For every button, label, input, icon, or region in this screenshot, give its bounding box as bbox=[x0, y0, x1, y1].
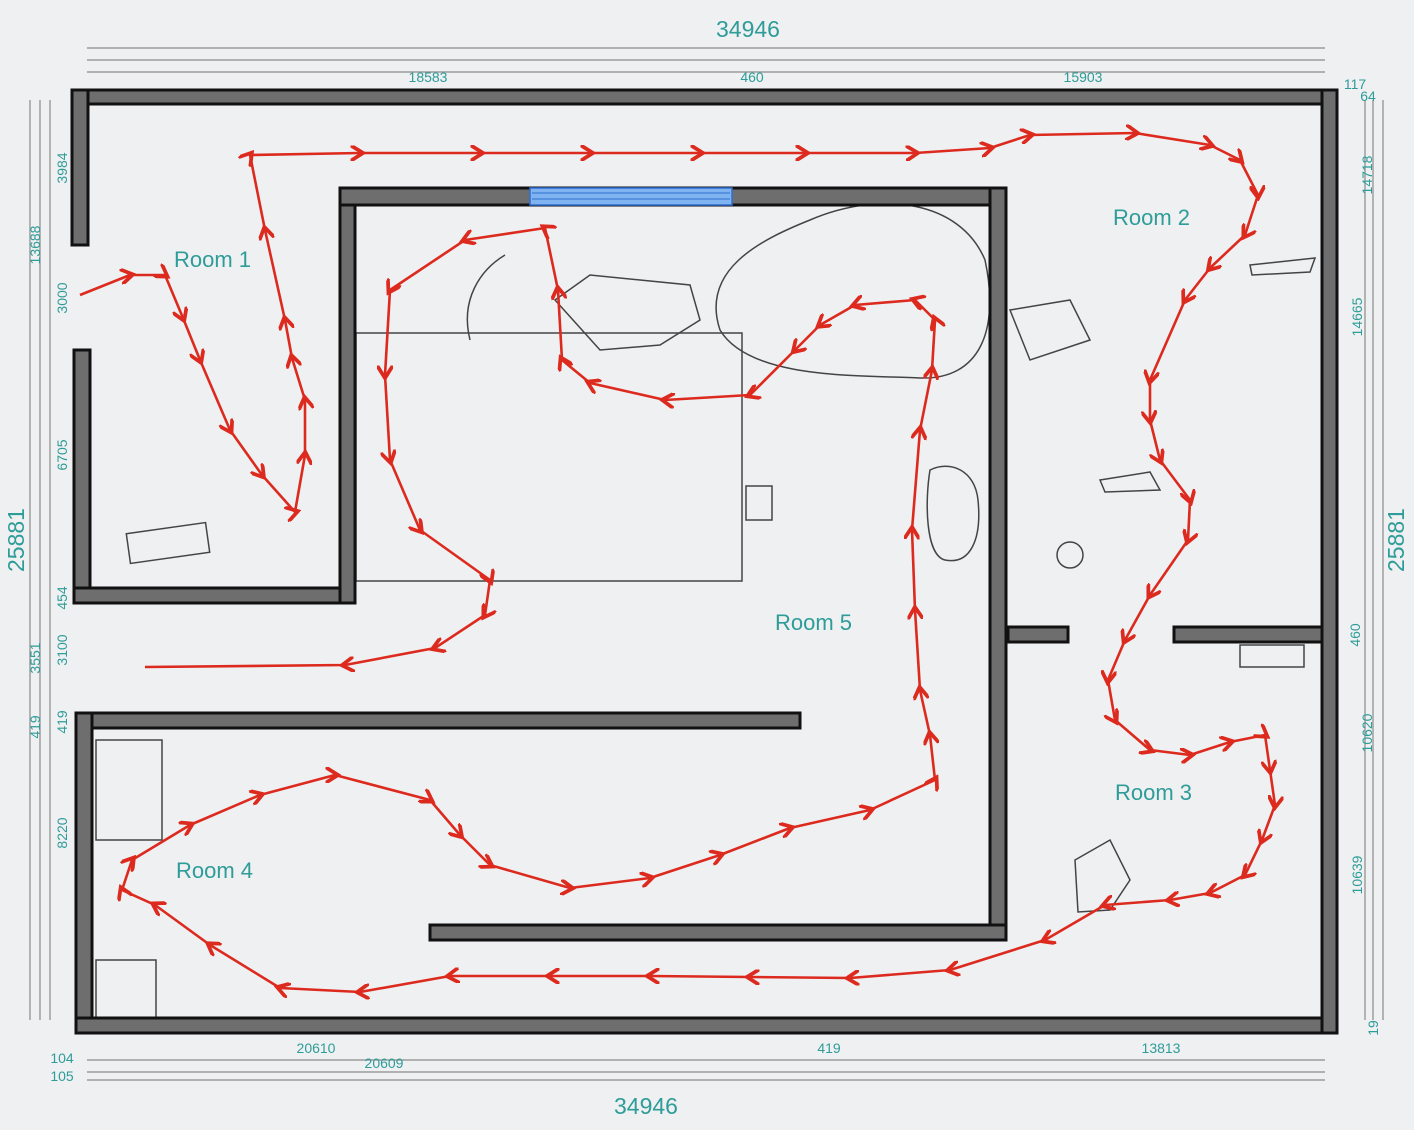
dim-label: 419 bbox=[817, 1040, 841, 1056]
dim-label: 460 bbox=[1347, 623, 1363, 647]
dim-label: 10620 bbox=[1359, 713, 1375, 752]
room-1-label: Room 1 bbox=[174, 247, 251, 272]
dim-label: 20610 bbox=[297, 1040, 336, 1056]
dim-label: 3551 bbox=[27, 642, 43, 673]
room-2-label: Room 2 bbox=[1113, 205, 1190, 230]
top-dimensions: 34946 18583 460 15903 117 64 bbox=[409, 16, 1376, 104]
room-3-label: Room 3 bbox=[1115, 780, 1192, 805]
dim-label: 454 bbox=[54, 586, 70, 610]
dim-label: 6705 bbox=[54, 439, 70, 470]
dim-label: 13688 bbox=[27, 225, 43, 264]
right-total: 25881 bbox=[1383, 508, 1409, 572]
room-4-label: Room 4 bbox=[176, 858, 253, 883]
dim-label: 10639 bbox=[1349, 855, 1365, 894]
dim-label: 419 bbox=[27, 715, 43, 739]
dim-label: 460 bbox=[740, 69, 764, 85]
right-dimensions: 25881 14718 10620 19 14665 460 10639 bbox=[1347, 155, 1409, 1035]
furniture bbox=[95, 202, 1317, 1019]
bottom-total: 34946 bbox=[614, 1093, 678, 1119]
dim-label: 104 bbox=[50, 1050, 74, 1066]
dim-label: 64 bbox=[1360, 88, 1376, 104]
room-5-label: Room 5 bbox=[775, 610, 852, 635]
dim-label: 13813 bbox=[1142, 1040, 1181, 1056]
dim-label: 14718 bbox=[1359, 155, 1375, 194]
bottom-dimensions: 34946 20610 20609 419 13813 104 105 bbox=[50, 1040, 1180, 1119]
dim-label: 18583 bbox=[409, 69, 448, 85]
top-total: 34946 bbox=[716, 16, 780, 42]
dimension-lines bbox=[29, 47, 1384, 1081]
visitor-route bbox=[79, 133, 1275, 992]
dim-label: 3000 bbox=[54, 282, 70, 313]
dim-label: 8220 bbox=[54, 817, 70, 848]
walls bbox=[70, 88, 1339, 1035]
dim-label: 117 bbox=[1344, 76, 1367, 92]
left-dimensions: 25881 13688 3551 419 3984 3000 6705 454 … bbox=[3, 152, 70, 848]
window bbox=[529, 187, 733, 206]
dim-label: 419 bbox=[54, 710, 70, 734]
dim-label: 19 bbox=[1365, 1020, 1381, 1036]
dim-label: 14665 bbox=[1349, 297, 1365, 336]
left-total: 25881 bbox=[3, 508, 29, 572]
dim-label: 20609 bbox=[365, 1055, 404, 1071]
dim-label: 3984 bbox=[54, 152, 70, 183]
dim-label: 105 bbox=[50, 1068, 74, 1084]
dim-label: 3100 bbox=[54, 634, 70, 665]
dim-label: 15903 bbox=[1064, 69, 1103, 85]
room-labels: Room 1 Room 2 Room 3 Room 4 Room 5 bbox=[174, 205, 1192, 883]
